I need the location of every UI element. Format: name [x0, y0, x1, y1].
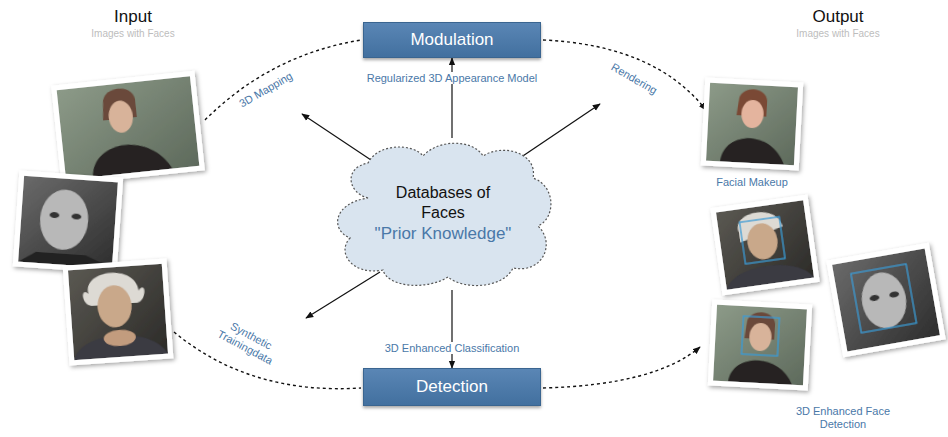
column-subheading: Images with Faces [91, 28, 174, 40]
photo-frame [826, 243, 945, 358]
photo-frame [51, 71, 205, 186]
column-heading: Output [812, 7, 863, 27]
dotted-flow-arc [543, 40, 706, 110]
photo-face [96, 284, 133, 328]
output-photo [708, 299, 812, 390]
photo-ground [57, 76, 200, 180]
photo-face [741, 99, 764, 128]
input-photo [63, 258, 174, 365]
photo-body [724, 260, 814, 290]
photo-body [720, 137, 785, 165]
column-subheading: Images with Faces [796, 28, 879, 40]
photo-face [107, 100, 134, 134]
photo-ground [18, 176, 118, 268]
connector-arrow [451, 58, 452, 138]
photo-body [728, 359, 793, 385]
photo-ground [832, 249, 940, 352]
leader-arrow [306, 272, 380, 318]
photo-face [38, 188, 90, 251]
photo-eye [869, 294, 880, 302]
flow-label: 3D Mapping [237, 69, 295, 110]
photo-ground [68, 264, 168, 360]
photo-frame [13, 170, 123, 273]
node-subtitle: "Prior Knowledge" [375, 223, 512, 245]
photo-eye [71, 213, 81, 220]
detection-square [851, 264, 917, 333]
detection-square [742, 316, 780, 356]
input-photo [13, 170, 123, 273]
node-title: Modulation [410, 30, 493, 50]
output-photo [710, 195, 819, 296]
node-title: Detection [416, 377, 488, 397]
photo-eye [889, 291, 900, 299]
output-photo [826, 243, 945, 358]
photo-frame [63, 258, 174, 365]
photo-face [745, 221, 780, 261]
photo-frame [708, 299, 812, 390]
cloud-shape [338, 143, 551, 285]
photo-face [749, 322, 772, 351]
modulation-box: Modulation [363, 22, 541, 58]
leader-arrow [302, 114, 380, 166]
flow-label: Rendering [609, 61, 660, 98]
connector-arrow [451, 290, 452, 368]
knowledge-cloud: Databases of Faces"Prior Knowledge" [328, 138, 558, 290]
edge-label: 3D Enhanced Classification [382, 342, 523, 354]
photo-frame [710, 195, 819, 296]
photo-eye [49, 212, 59, 219]
photo-body [90, 140, 173, 177]
input-photo [51, 71, 205, 186]
photo-ground [713, 305, 807, 386]
photo-ground [706, 83, 798, 165]
photo-hands [103, 329, 136, 347]
photo-ground [716, 200, 814, 289]
column-heading: Input [114, 7, 152, 27]
photo-frame [701, 77, 803, 170]
photo-caption: Facial Makeup [716, 176, 788, 189]
dotted-flow-arc [543, 347, 700, 388]
photo-caption: 3D Enhanced Face Detection [778, 405, 908, 431]
photo-face [858, 269, 911, 332]
dotted-flow-arc [205, 40, 361, 120]
detection-square [740, 217, 785, 264]
output-photo [701, 77, 803, 170]
node-title: Databases of Faces [395, 183, 491, 223]
detection-box: Detection [363, 368, 541, 406]
edge-label: Regularized 3D Appearance Model [364, 72, 541, 84]
flow-label: Synthetic Trainingdata [207, 312, 288, 372]
